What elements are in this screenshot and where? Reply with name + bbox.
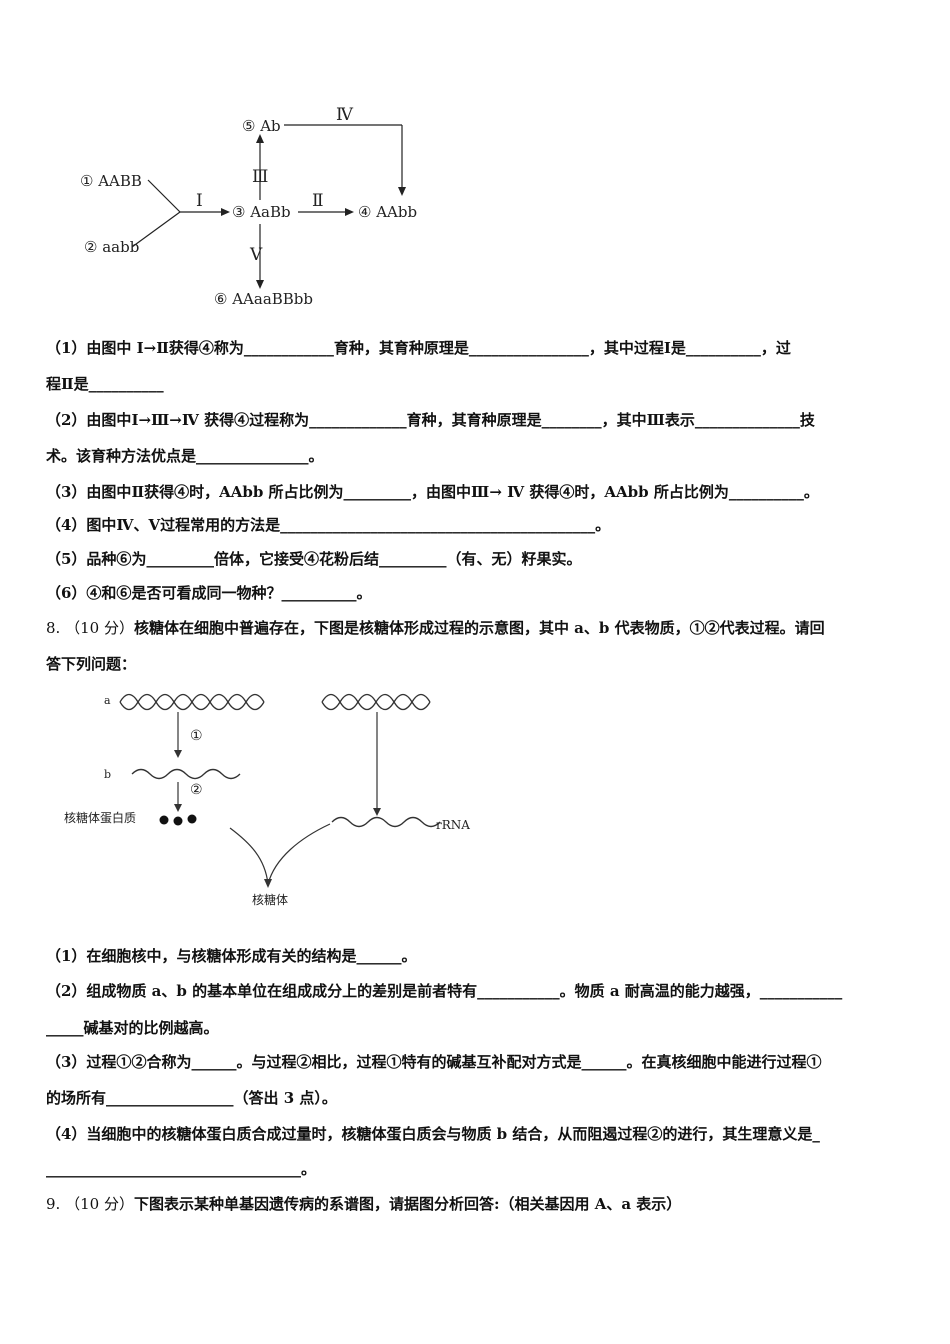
label-ribosomal-protein: 核糖体蛋白质 <box>64 810 136 825</box>
node-1: ① AABB <box>80 172 142 190</box>
label-rrna: rRNA <box>436 818 470 832</box>
q8-stem-text: 核糖体在细胞中普遍存在，下图是核糖体形成过程的示意图，其中 a、b 代表物质，①… <box>133 619 825 637</box>
q7-line-8: （6）④和⑥是否可看成同一物种？__________。 <box>46 584 372 602</box>
q8-score: （10 分） <box>65 619 134 637</box>
q7-line-3: （2）由图中Ⅰ→Ⅲ→Ⅳ 获得④过程称为_____________育种，其育种原理… <box>46 411 815 429</box>
q8-line-5: 的场所有_________________（答出 3 点）。 <box>46 1089 337 1107</box>
q9-number: 9. <box>46 1195 61 1213</box>
dna-helix-right <box>321 693 431 711</box>
q8-line-1: （1）在细胞核中，与核糖体形成有关的结构是______。 <box>46 947 417 965</box>
q8-line-2: （2）组成物质 a、b 的基本单位在组成成分上的差别是前者特有_________… <box>46 982 843 1000</box>
node-6: ⑥ AAaaBBbb <box>214 290 313 308</box>
node-4: ④ AAbb <box>358 203 417 221</box>
ribosome-diagram: a ① b ② 核糖体蛋白质 rRNA 核糖体 <box>64 693 470 907</box>
q7-line-5: （3）由图中Ⅱ获得④时，AAbb 所占比例为_________，由图中Ⅲ→ Ⅳ … <box>46 483 819 501</box>
q7-line-4: 术。该育种方法优点是_______________。 <box>46 447 324 465</box>
q8-number: 8. <box>46 619 61 637</box>
dna-helix-left <box>119 693 265 711</box>
q8-line-4: （3）过程①②合称为______。与过程②相比，过程①特有的碱基互补配对方式是_… <box>46 1053 822 1071</box>
protein-dot-3 <box>187 814 197 824</box>
q9-stem: 9. （10 分）下图表示某种单基因遗传病的系谱图，请据图分析回答:（相关基因用… <box>46 1193 681 1214</box>
q8-line-7: __________________________________。 <box>46 1160 317 1178</box>
q9-stem-text: 下图表示某种单基因遗传病的系谱图，请据图分析回答:（相关基因用 A、a 表示） <box>133 1195 682 1213</box>
q8-stem-1: 8. （10 分）核糖体在细胞中普遍存在，下图是核糖体形成过程的示意图，其中 a… <box>46 617 825 638</box>
node-5: ⑤ Ab <box>242 117 281 135</box>
protein-dot-2 <box>173 816 183 826</box>
q8-line-3: _____碱基对的比例越高。 <box>46 1019 219 1037</box>
q7-line-2: 程Ⅱ是__________ <box>46 375 164 393</box>
breeding-diagram: ① AABB ② aabb ③ AaBb ④ AAbb ⑤ Ab ⑥ AAaaB… <box>80 105 417 308</box>
rrna-strand <box>331 816 441 828</box>
label-ribosome: 核糖体 <box>252 892 288 907</box>
step-2-label: ② <box>190 782 203 798</box>
process-3-label: Ⅲ <box>252 167 268 187</box>
protein-dot-1 <box>159 815 169 825</box>
node-3: ③ AaBb <box>232 203 291 221</box>
label-b: b <box>104 768 111 781</box>
q8-stem-2: 答下列问题： <box>46 655 137 673</box>
process-4-label: Ⅳ <box>336 105 354 125</box>
mrna-strand <box>131 768 241 780</box>
q8-line-6: （4）当细胞中的核糖体蛋白质合成过量时，核糖体蛋白质会与物质 b 结合，从而阻遏… <box>46 1125 820 1143</box>
step-1-label: ① <box>190 728 203 744</box>
q7-line-7: （5）品种⑥为_________倍体，它接受④花粉后结_________（有、无… <box>46 550 582 568</box>
q7-line-6: （4）图中Ⅳ、Ⅴ过程常用的方法是________________________… <box>46 516 611 534</box>
process-5-label: Ⅴ <box>249 245 263 265</box>
process-2-label: Ⅱ <box>312 191 324 211</box>
q9-score: （10 分） <box>65 1195 134 1213</box>
node-2: ② aabb <box>84 238 139 256</box>
q7-line-1: （1）由图中 Ⅰ→Ⅱ获得④称为____________育种，其育种原理是____… <box>46 339 791 357</box>
label-a: a <box>104 694 111 707</box>
process-1-label: Ⅰ <box>196 191 203 211</box>
